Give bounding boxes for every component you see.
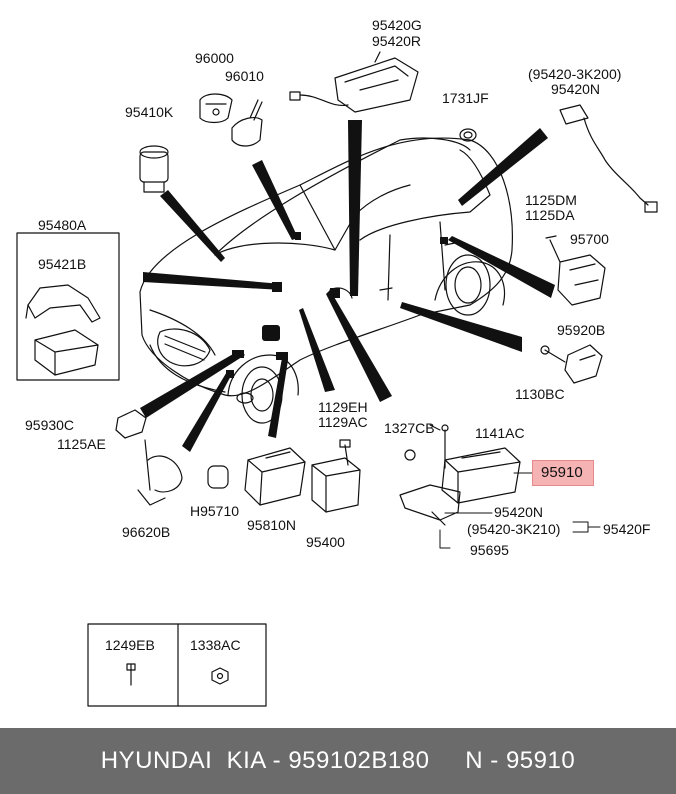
remote-key-folding	[231, 99, 263, 147]
remote-key-fob	[199, 93, 233, 124]
sensor-h95710	[207, 465, 229, 489]
mounted-components	[226, 232, 448, 378]
box-95480a	[16, 232, 120, 381]
nut-1338ac	[211, 667, 229, 685]
label-1125dm: 1125DM	[525, 192, 577, 208]
label-96000: 96000	[195, 50, 234, 66]
label-1327cb: 1327CB	[384, 420, 435, 436]
footer-part-number: HYUNDAI KIA - 959102B180 N - 95910	[100, 747, 576, 774]
label-h95710: H95710	[190, 503, 240, 519]
label-96010: 96010	[225, 68, 264, 84]
sensor-95930c	[115, 409, 147, 439]
label-95420g: 95420G	[372, 17, 422, 33]
label-95420r: 95420R	[372, 33, 422, 49]
nut-1327cb	[404, 449, 416, 461]
pointer-wedges	[140, 120, 555, 452]
sensor-95420n-top	[559, 104, 658, 213]
label-1338ac: 1338AC	[190, 637, 241, 653]
label-1125ae: 1125AE	[57, 436, 106, 452]
label-95420-3k210: (95420-3K210)	[467, 521, 561, 537]
label-95930c: 95930C	[25, 417, 75, 433]
bracket-95420n-bottom	[399, 484, 461, 526]
label-95410k: 95410K	[125, 104, 174, 120]
label-1731jf: 1731JF	[442, 90, 489, 106]
bolt-1130bc	[540, 345, 566, 363]
module-95400	[311, 457, 361, 513]
label-95420-3k200: (95420-3K200)	[528, 66, 622, 82]
screw-1125dm	[545, 235, 561, 263]
switch-95410k	[139, 145, 169, 193]
module-95420g	[289, 51, 419, 113]
label-95420f: 95420F	[603, 521, 651, 537]
horn-96620b	[137, 439, 183, 506]
parts-diagram	[16, 51, 658, 707]
label-95920b: 95920B	[557, 322, 606, 338]
label-95810n: 95810N	[247, 517, 297, 533]
label-95695: 95695	[470, 542, 509, 558]
bolt-1249eb	[126, 663, 136, 686]
airbag-module-95910	[441, 447, 521, 504]
label-1141ac: 1141AC	[475, 425, 525, 441]
label-95480a: 95480A	[38, 217, 87, 233]
grommet-1731jf	[459, 128, 477, 142]
label-96620b: 96620B	[122, 524, 171, 540]
bracket-95421b	[25, 284, 101, 323]
label-95700: 95700	[570, 231, 609, 247]
module-95421b	[34, 329, 99, 376]
sensor-95920b	[564, 344, 603, 384]
bolt-1141ac	[441, 424, 449, 469]
label-1129eh: 1129EH	[318, 399, 368, 415]
actuator-95700	[557, 254, 606, 306]
label-1125da: 1125DA	[525, 207, 575, 223]
label-95420n-top: 95420N	[551, 81, 601, 97]
highlight-box	[532, 460, 594, 486]
label-95421b: 95421B	[38, 256, 87, 272]
label-95910: 95910	[541, 464, 583, 481]
label-95420n-bottom: 95420N	[494, 504, 544, 520]
fastener-table	[87, 623, 267, 707]
label-1249eb: 1249EB	[105, 637, 155, 653]
label-95400: 95400	[306, 534, 345, 550]
label-1129ac: 1129AC	[318, 414, 368, 430]
module-95810n	[244, 447, 306, 506]
footer-bar: HYUNDAI KIA - 959102B180 N - 95910	[0, 728, 676, 794]
bolt-1129eh	[339, 439, 351, 466]
label-1130bc: 1130BC	[515, 386, 565, 402]
